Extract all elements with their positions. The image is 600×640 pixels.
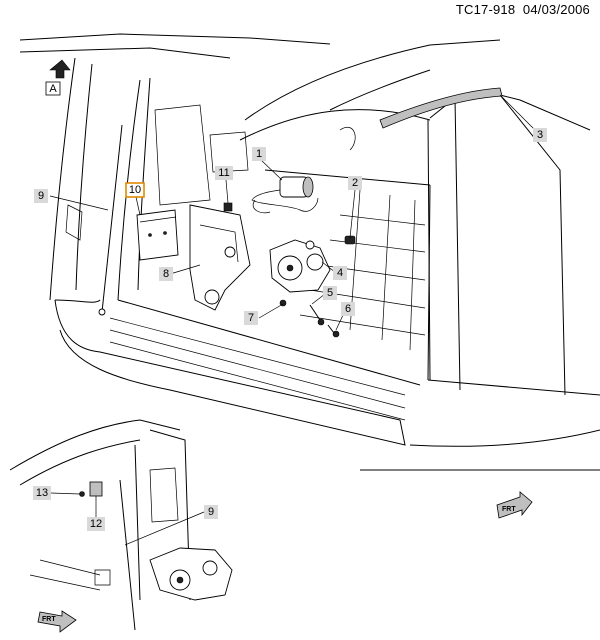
liftgate-motor — [251, 176, 319, 214]
view-a-marker: A — [45, 59, 71, 96]
figure-date: 04/03/2006 — [522, 2, 590, 17]
callout-1: 1 — [252, 147, 266, 161]
callout-5-label: 5 — [327, 287, 333, 299]
callout-4-label: 4 — [337, 267, 343, 279]
callout-3: 3 — [533, 128, 547, 142]
control-module — [136, 209, 179, 261]
callout-8: 8 — [159, 267, 173, 281]
callout-4: 4 — [333, 266, 347, 280]
callout-10-label: 10 — [129, 184, 141, 196]
callout-12: 12 — [87, 517, 105, 531]
inset-front-arrow-label: FRT — [42, 616, 56, 623]
strut-end — [98, 308, 106, 316]
callout-6-label: 6 — [345, 303, 351, 315]
callout-3-label: 3 — [537, 129, 543, 141]
callout-5: 5 — [323, 286, 337, 300]
callout-9-inset: 9 — [204, 505, 218, 519]
gas-strut — [101, 124, 123, 313]
bolt-5-shaft — [309, 304, 321, 321]
liftgate-strut-bar — [379, 87, 503, 129]
up-arrow-icon — [49, 59, 71, 79]
callout-9: 9 — [34, 189, 48, 203]
inset-front-arrow-icon — [37, 610, 77, 633]
callout-7-label: 7 — [248, 312, 254, 324]
callout-9-inset-label: 9 — [208, 506, 214, 518]
bolt-11 — [223, 202, 233, 212]
inset-bolt-13 — [79, 491, 85, 497]
front-arrow-main: FRT — [496, 491, 533, 519]
callout-11-label: 11 — [218, 167, 229, 179]
bolt-6-head — [332, 330, 340, 338]
vehicle-body — [19, 33, 600, 471]
callout-11: 11 — [215, 166, 233, 180]
front-arrow-label: FRT — [502, 506, 516, 513]
bolt-5-head — [317, 318, 325, 326]
view-label: A — [49, 83, 57, 95]
gear-drive-assembly — [269, 239, 331, 293]
drive-bracket — [189, 204, 251, 311]
inset-detail: 9 12 13 FRT — [9, 419, 233, 633]
callout-2-label: 2 — [352, 177, 358, 189]
inset-drive-assembly — [149, 547, 233, 601]
callout-2: 2 — [348, 176, 362, 190]
inset-strut — [119, 479, 136, 631]
callout-7: 7 — [244, 311, 258, 325]
callout-13: 13 — [33, 486, 51, 500]
callout-9-label: 9 — [38, 190, 44, 202]
callout-12-label: 12 — [90, 518, 102, 530]
front-arrow-inset: FRT — [37, 610, 77, 633]
front-arrow-icon — [496, 491, 533, 519]
leader-lines — [49, 94, 541, 331]
callout-1-label: 1 — [256, 148, 262, 160]
callout-13-label: 13 — [36, 487, 48, 499]
figure-id: TC17-918 04/03/2006 — [456, 2, 590, 17]
callout-10: 10 — [125, 182, 145, 198]
callout-8-label: 8 — [163, 268, 169, 280]
inset-clip-12 — [89, 481, 103, 497]
callout-6: 6 — [341, 302, 355, 316]
figure-code: TC17-918 — [455, 2, 516, 17]
bolt-6-shaft — [327, 324, 335, 334]
